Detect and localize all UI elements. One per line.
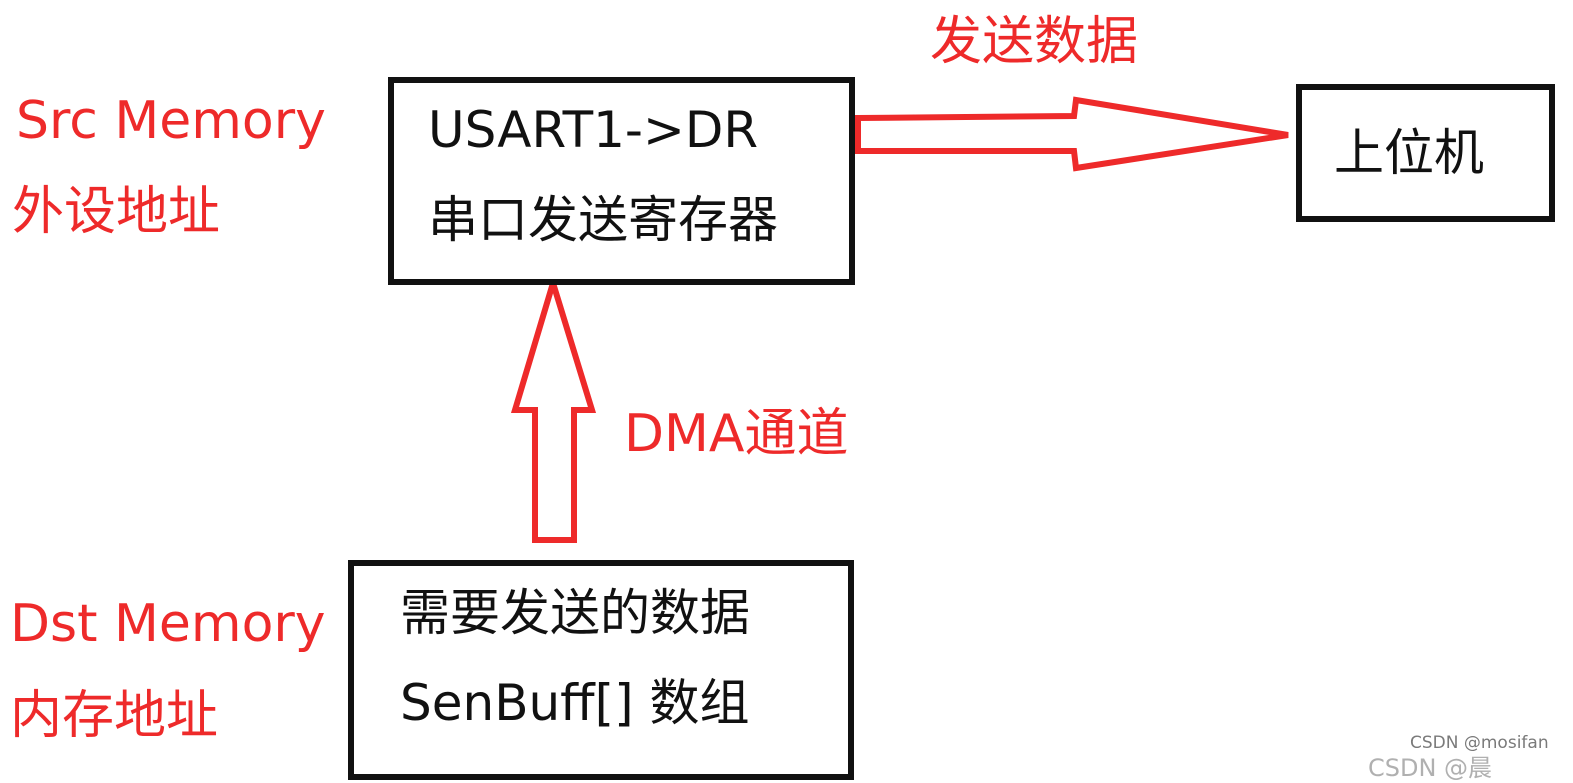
host-computer-label: 上位机 [1334,124,1484,182]
csdn-watermark: CSDN @mosifan [1410,733,1549,753]
dma-channel-label: DMA通道 [624,404,849,464]
dma-channel-arrow [510,272,597,543]
send-data-label: 发送数据 [930,12,1139,72]
csdn-watermark-cut: CSDN @晨 [1368,754,1493,782]
src-memory-cn-label: 外设地址 [12,182,221,242]
send-buffer-name: SenBuff[] 数组 [400,674,750,732]
usart-register-box: USART1->DR 串口发送寄存器 [388,77,855,285]
dst-memory-cn-label: 内存地址 [10,686,219,746]
usart-register-name: USART1->DR [428,101,759,159]
send-buffer-box: 需要发送的数据 SenBuff[] 数组 [348,560,854,780]
dst-memory-label: Dst Memory [10,594,326,654]
host-computer-box: 上位机 [1296,84,1555,222]
usart-register-desc: 串口发送寄存器 [428,191,778,249]
src-memory-label: Src Memory [16,91,326,151]
send-data-arrow [855,96,1289,172]
send-buffer-desc: 需要发送的数据 [400,584,750,642]
